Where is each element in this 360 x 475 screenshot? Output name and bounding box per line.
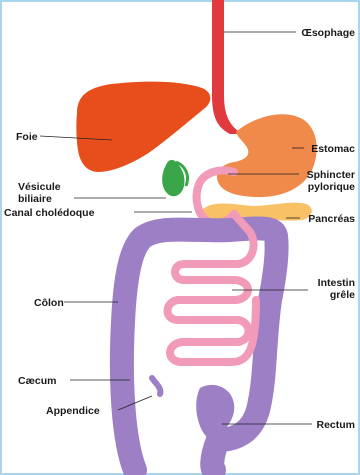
label-canal: Canal cholédoque: [4, 207, 95, 219]
label-caecum: Cæcum: [18, 375, 57, 387]
label-vesicule-1: Vésicule: [18, 181, 61, 193]
label-appendice: Appendice: [46, 405, 100, 417]
label-foie: Foie: [16, 131, 38, 143]
label-intestin-2: grêle: [330, 289, 355, 301]
label-sphincter-1: Sphincter: [307, 169, 355, 181]
label-estomac: Estomac: [311, 143, 355, 155]
label-vesicule-2: biliaire: [18, 193, 52, 205]
label-pancreas: Pancréas: [308, 213, 355, 225]
label-intestin-1: Intestin: [318, 277, 355, 289]
label-sphincter-2: pylorique: [308, 181, 355, 193]
label-oesophage: Œsophage: [301, 27, 355, 39]
label-rectum: Rectum: [316, 419, 355, 431]
oesophagus: [212, 0, 242, 134]
liver: [76, 82, 210, 172]
label-colon: Côlon: [34, 297, 64, 309]
appendix: [152, 378, 160, 394]
